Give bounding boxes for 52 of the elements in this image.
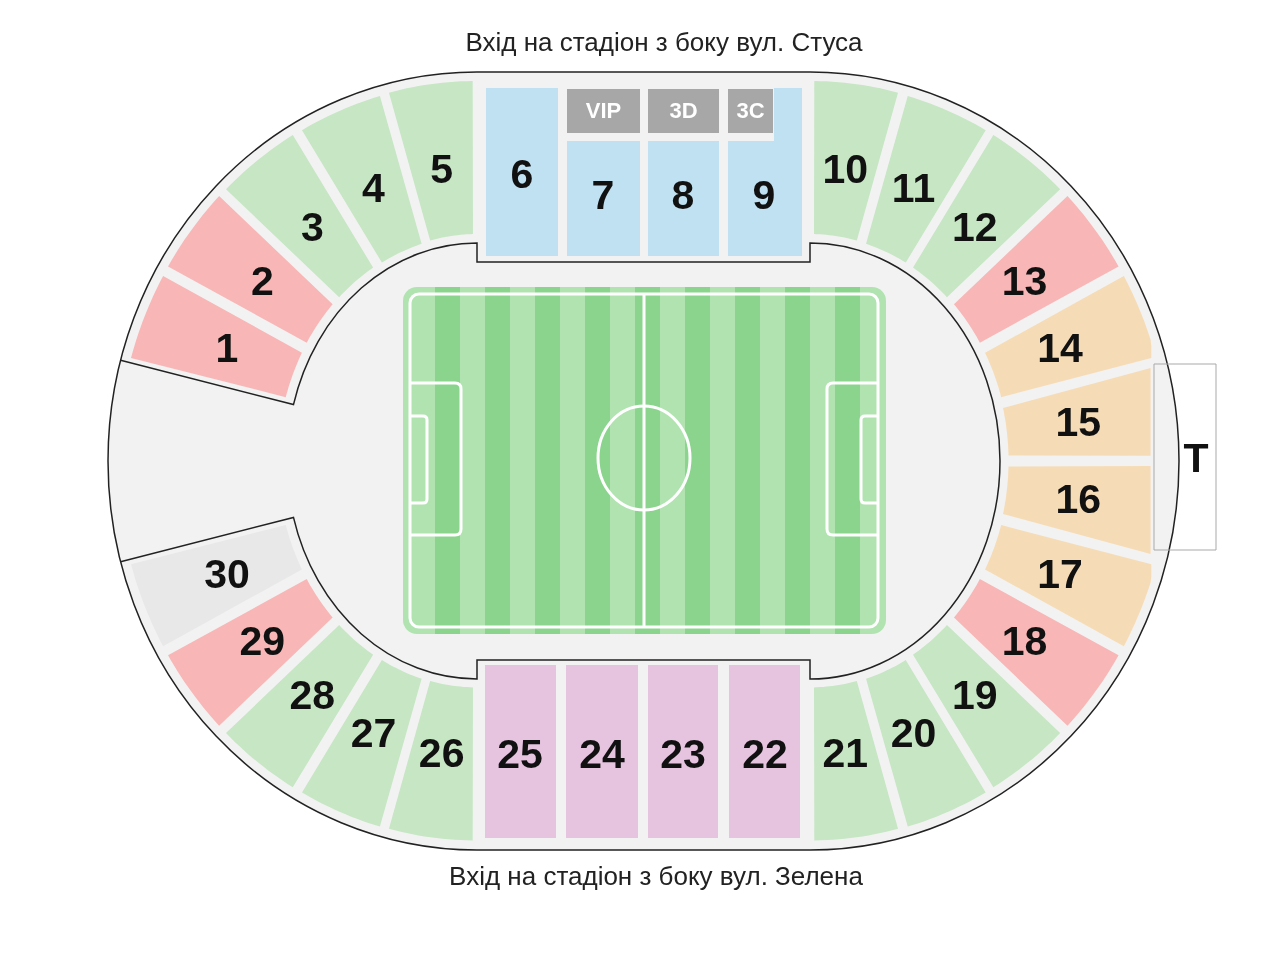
sector-number: 6 — [510, 153, 534, 195]
seating-sector — [567, 141, 640, 256]
sector-number: 23 — [660, 733, 706, 775]
sector-number: 8 — [671, 174, 695, 216]
sector-number: 5 — [430, 148, 454, 190]
seating-sector — [566, 665, 638, 838]
category-tag — [567, 89, 640, 133]
category-tag — [728, 89, 773, 133]
sector-number: 2 — [250, 260, 274, 302]
sector-number: 3 — [300, 206, 324, 248]
tag-label: 3D — [669, 100, 698, 122]
seating-sector — [648, 665, 718, 838]
sector-number: 7 — [591, 174, 615, 216]
sector-number: 28 — [289, 674, 336, 716]
sector-number: 25 — [497, 733, 543, 775]
seating-sector — [1003, 466, 1151, 555]
sector-number: 27 — [350, 713, 397, 754]
sector-number: 24 — [579, 733, 625, 775]
seating-sector — [728, 88, 802, 256]
entrance-label: Вхід на стадіон з боку вул. Стуса — [465, 28, 863, 58]
seating-sector — [301, 95, 422, 263]
box-letter: T — [1183, 437, 1209, 479]
sector-number: 20 — [890, 713, 937, 754]
sector-number: 21 — [822, 732, 869, 774]
sector-number: 14 — [1037, 327, 1083, 369]
tag-label: 3C — [736, 100, 765, 122]
sector-number: 18 — [1001, 620, 1048, 662]
outlined-box — [1154, 364, 1216, 550]
sector-number: 10 — [822, 148, 869, 190]
seating-sector — [486, 88, 558, 256]
sector-number: 1 — [215, 327, 239, 369]
tag-label: VIP — [585, 100, 622, 122]
sector-number: 26 — [418, 732, 465, 774]
sector-number: 13 — [1001, 260, 1048, 302]
seating-sector — [485, 665, 556, 838]
sector-number: 29 — [239, 620, 286, 662]
sector-number: 30 — [204, 553, 250, 595]
sector-number: 9 — [752, 174, 776, 216]
category-tag — [648, 89, 719, 133]
sector-number: 17 — [1037, 553, 1083, 595]
sector-number: 11 — [891, 168, 936, 209]
seating-sector — [648, 141, 719, 256]
entrance-label: Вхід на стадіон з боку вул. Зелена — [449, 862, 863, 892]
sector-number: 4 — [362, 168, 385, 209]
seating-sector — [388, 81, 473, 241]
seating-sector — [729, 665, 800, 838]
sector-number: 16 — [1055, 479, 1101, 520]
sector-number: 19 — [951, 674, 998, 716]
sector-number: 22 — [742, 733, 788, 775]
sector-number: 12 — [951, 206, 998, 248]
seating-sector — [1003, 367, 1151, 456]
sector-number: 15 — [1055, 402, 1101, 443]
